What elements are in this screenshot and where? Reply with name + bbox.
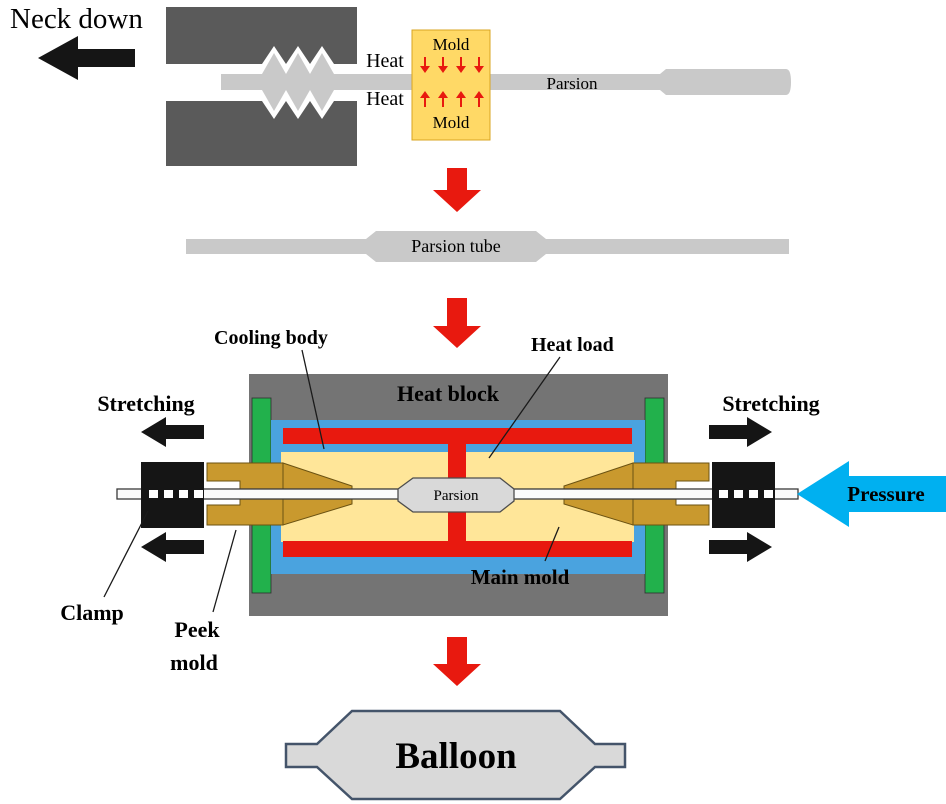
- heat-top-label: Heat: [366, 50, 404, 72]
- heat-load-label: Heat load: [531, 334, 614, 356]
- heat-block-label: Heat block: [397, 381, 500, 406]
- stretch-arrow-left-bottom-icon: [141, 532, 204, 562]
- mold-bottom-label: Mold: [433, 113, 470, 132]
- parison-tube-label: Parsion tube: [411, 236, 501, 256]
- heat-load-elements: [283, 428, 632, 557]
- balloon-shape: [284, 709, 627, 801]
- balloon-result: Balloon: [284, 709, 627, 801]
- peek-mold-label-line1: Peek: [174, 617, 220, 642]
- stretching-left-label: Stretching: [97, 391, 194, 416]
- pressure-arrow-icon: [797, 461, 946, 527]
- stretch-arrow-right-top-icon: [709, 417, 772, 447]
- main-mold-label: Main mold: [471, 565, 570, 589]
- parison-top-label: Parsion: [547, 74, 599, 93]
- stretch-arrow-right-bottom-icon: [709, 532, 772, 562]
- parison-tube-shape: [186, 231, 789, 262]
- cooling-body-pointer: [301, 349, 325, 450]
- neck-down-label: Neck down: [10, 3, 143, 35]
- neck-down-station: Neck down Heat Heat Mold Mold Parsion: [10, 3, 791, 166]
- heat-flux-arrows: [420, 57, 484, 107]
- heat-bottom-label: Heat: [366, 88, 404, 110]
- clamp-grip-dashes: [149, 490, 773, 498]
- pointer-lines: [103, 349, 561, 613]
- balloon-label: Balloon: [395, 736, 517, 777]
- parison-center-shape: [397, 477, 515, 513]
- clamp-pointer: [103, 510, 149, 598]
- pressure-label: Pressure: [847, 482, 924, 506]
- flow-arrow-1-icon: [433, 168, 481, 212]
- heat-load-pointer: [488, 356, 561, 459]
- neck-down-arrow-icon: [38, 36, 135, 80]
- parison-tube-stage: Parsion tube: [186, 231, 789, 262]
- lower-die: [166, 101, 357, 166]
- stretching-arrows: [141, 417, 772, 562]
- upper-die: [166, 7, 357, 64]
- heating-mold-block: [411, 29, 491, 141]
- flow-arrow-3-icon: [433, 637, 481, 686]
- main-mold-pointer: [544, 526, 560, 562]
- stretch-arrow-left-top-icon: [141, 417, 204, 447]
- parison-rod: [221, 53, 791, 111]
- peek-mold-pointer: [212, 529, 237, 613]
- mold-top-label: Mold: [433, 35, 470, 54]
- cooling-body-label: Cooling body: [214, 327, 328, 349]
- stretching-right-label: Stretching: [722, 391, 819, 416]
- forming-station: Cooling body Heat load Heat block: [60, 327, 946, 675]
- parison-center-label: Parsion: [434, 488, 480, 504]
- clamp-label: Clamp: [60, 600, 124, 625]
- peek-mold-label-line2: mold: [170, 650, 218, 675]
- flow-arrow-2-icon: [433, 298, 481, 348]
